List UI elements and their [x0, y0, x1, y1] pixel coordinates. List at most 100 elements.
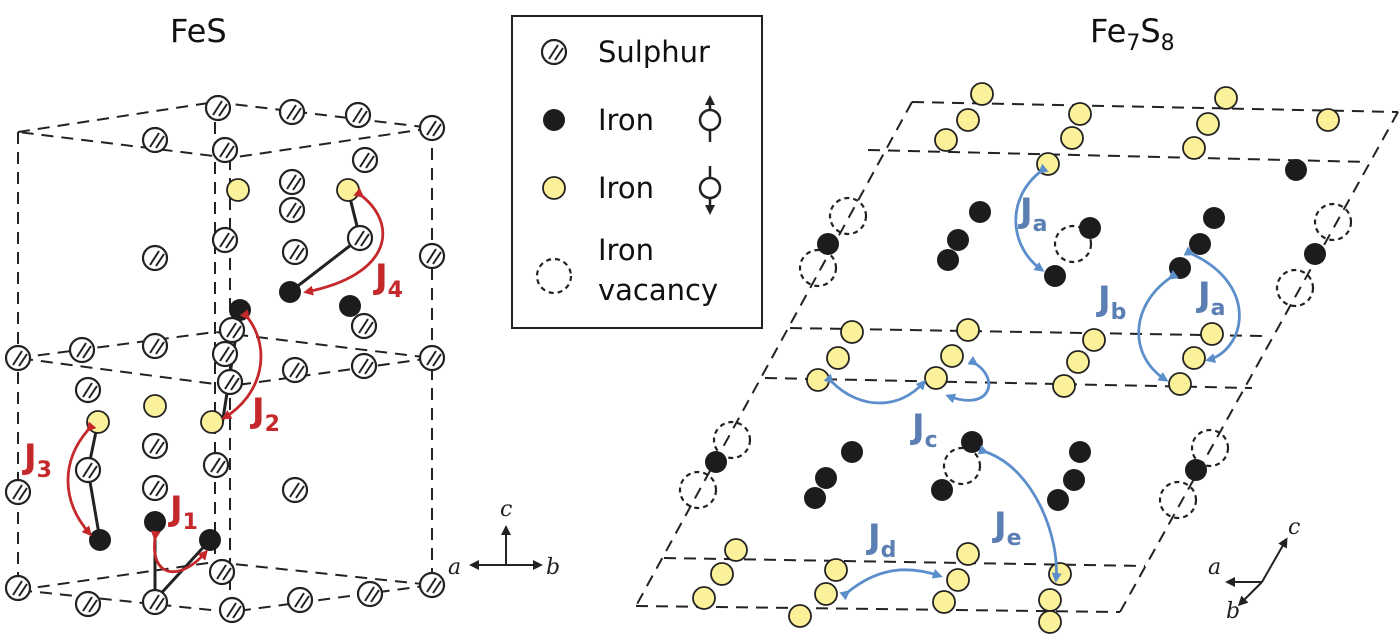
iron-spin-down-atom — [1048, 562, 1072, 586]
fes-axis-c: c — [500, 497, 512, 522]
fe7s8-axis-b: b — [1226, 599, 1240, 624]
jb-arrow — [1137, 269, 1179, 382]
sulphur-atom — [68, 336, 96, 364]
iron-spin-down-atom — [724, 538, 748, 562]
sulphur-atom — [286, 586, 314, 614]
fe7s8-iron-up-atoms — [705, 159, 1326, 511]
sulphur-atom — [211, 340, 239, 368]
sulphur-atom — [278, 168, 306, 196]
fe7s8-title-s: S — [1140, 12, 1160, 50]
fe7s8-exchange-arrows — [823, 163, 1241, 601]
ja-arrow-lower — [1183, 246, 1241, 363]
jc-arrow-right — [945, 355, 991, 404]
legend-iron-down-symbol — [542, 176, 566, 200]
legend-iron-down-label: Iron — [598, 171, 654, 205]
fe7s8-axes: c a b — [1208, 515, 1300, 624]
iron-spin-down-atom — [200, 410, 224, 434]
je-label: Je — [992, 505, 1022, 551]
iron-spin-up-atom — [931, 479, 953, 501]
sulphur-atom — [4, 478, 32, 506]
sulphur-atom — [344, 101, 372, 129]
spin-down-icon — [698, 166, 722, 215]
sulphur-atom — [4, 344, 32, 372]
legend-iron-up-symbol — [543, 109, 565, 131]
iron-spin-up-atom — [229, 299, 251, 321]
sulphur-atom — [218, 316, 246, 344]
iron-spin-down-atom — [692, 586, 716, 610]
iron-spin-down-atom — [840, 320, 864, 344]
j4-label: J4 — [373, 257, 403, 303]
fes-sulphur-atoms — [4, 94, 446, 624]
iron-spin-down-atom — [970, 82, 994, 106]
iron-spin-up-atom — [937, 249, 959, 271]
iron-spin-up-atom — [339, 295, 361, 317]
iron-spin-up-atom — [1044, 265, 1066, 287]
iron-spin-down-atom — [956, 108, 980, 132]
iron-spin-up-atom — [1047, 489, 1069, 511]
legend-sulphur-symbol — [540, 38, 568, 66]
fes-axis-b: b — [546, 555, 560, 580]
sulphur-atom — [278, 196, 306, 224]
j3-arrow — [66, 421, 97, 537]
fe7s8-vacancies — [678, 196, 1353, 520]
iron-spin-up-atom — [1079, 217, 1101, 239]
iron-spin-down-atom — [826, 346, 850, 370]
iron-vacancy — [678, 470, 718, 510]
sulphur-atom — [211, 226, 239, 254]
iron-spin-up-atom — [961, 431, 983, 453]
sulphur-atom — [356, 580, 384, 608]
jc-label: Jc — [910, 407, 938, 453]
sulphur-atom — [346, 224, 374, 252]
iron-spin-down-atom — [1214, 86, 1238, 110]
iron-spin-up-atom — [804, 487, 826, 509]
sulphur-atom — [418, 242, 446, 270]
j3-label: J3 — [22, 437, 52, 483]
jc-arrow-left — [823, 373, 926, 405]
iron-vacancy — [1275, 268, 1315, 308]
iron-spin-down-atom — [1068, 102, 1092, 126]
iron-vacancy — [712, 420, 752, 460]
iron-spin-up-atom — [1185, 459, 1207, 481]
sulphur-atom — [4, 574, 32, 602]
iron-spin-up-atom — [817, 233, 839, 255]
iron-spin-up-atom — [815, 467, 837, 489]
iron-spin-down-atom — [86, 410, 110, 434]
iron-spin-up-atom — [969, 201, 991, 223]
j2-label: J2 — [250, 391, 280, 437]
iron-spin-up-atom — [199, 529, 221, 551]
iron-spin-up-atom — [1203, 207, 1225, 229]
iron-spin-up-atom — [1069, 441, 1091, 463]
iron-spin-down-atom — [1168, 372, 1192, 396]
iron-spin-down-atom — [814, 582, 838, 606]
fe7s8-title: Fe7S8 — [1090, 12, 1175, 56]
sulphur-atom — [350, 352, 378, 380]
j2-arrow — [221, 309, 263, 420]
sulphur-atom — [141, 332, 169, 360]
iron-spin-down-atom — [788, 604, 812, 628]
fe7s8-title-sub7: 7 — [1126, 31, 1140, 56]
iron-spin-up-atom — [1285, 159, 1307, 181]
fe7s8-title-sub8: 8 — [1161, 31, 1175, 56]
fes-exchange-arrows — [66, 187, 385, 574]
legend-iron-up-label: Iron — [598, 103, 654, 137]
sulphur-atom — [141, 432, 169, 460]
ja-label-lower: Ja — [1196, 275, 1226, 321]
iron-spin-down-atom — [1066, 350, 1090, 374]
sulphur-atom — [281, 476, 309, 504]
iron-spin-down-atom — [824, 558, 848, 582]
sulphur-atom — [350, 312, 378, 340]
fe7s8-title-fe: Fe — [1090, 12, 1126, 50]
fe7s8-axis-c: c — [1288, 515, 1300, 540]
iron-spin-up-atom — [947, 229, 969, 251]
iron-spin-down-atom — [946, 568, 970, 592]
iron-spin-down-atom — [956, 318, 980, 342]
iron-spin-up-atom — [841, 441, 863, 463]
je-arrow — [977, 444, 1062, 583]
iron-spin-down-atom — [1038, 588, 1062, 612]
sulphur-atom — [74, 590, 102, 618]
fe7s8-iron-down-atoms — [692, 82, 1340, 634]
iron-spin-down-atom — [1060, 126, 1084, 150]
legend-vacancy-label-2: vacancy — [598, 273, 718, 307]
iron-spin-down-atom — [940, 344, 964, 368]
iron-vacancy — [1158, 480, 1198, 520]
